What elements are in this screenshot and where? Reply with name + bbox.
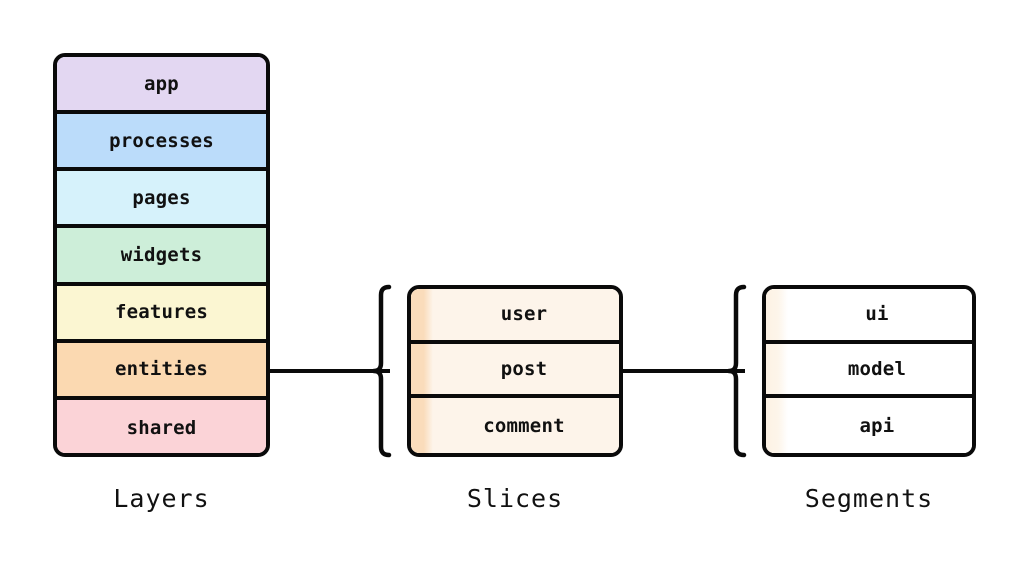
segment-row-api[interactable]: api [766, 398, 972, 453]
segment-label-api: api [859, 414, 895, 437]
layer-label-entities: entities [114, 358, 209, 381]
slice-label-comment: comment [483, 414, 565, 437]
layer-label-features: features [114, 301, 209, 324]
segments-bracket [726, 284, 747, 458]
layer-label-processes: processes [109, 129, 214, 152]
segments-stack: ui model api [762, 285, 976, 457]
slice-row-comment[interactable]: comment [411, 398, 619, 453]
layer-row-features[interactable]: features [57, 285, 266, 343]
slice-label-post: post [500, 357, 548, 380]
slice-accent-stripe [411, 343, 433, 395]
segment-row-model[interactable]: model [766, 343, 972, 399]
layers-stack: app processes pages widgets features ent… [53, 53, 270, 457]
slices-bracket [371, 284, 392, 458]
slice-accent-stripe [411, 289, 433, 340]
layer-row-entities[interactable]: entities [57, 342, 266, 400]
layer-label-pages: pages [132, 186, 191, 209]
layer-row-widgets[interactable]: widgets [57, 228, 266, 286]
layer-label-shared: shared [126, 417, 197, 440]
caption-slices: Slices [466, 484, 564, 513]
layer-row-pages[interactable]: pages [57, 171, 266, 229]
segment-label-model: model [847, 357, 907, 380]
slice-row-post[interactable]: post [411, 343, 619, 399]
layer-row-app[interactable]: app [57, 57, 266, 115]
slices-stack: user post comment [407, 285, 623, 457]
segment-label-ui: ui [865, 303, 889, 326]
caption-segments: Segments [804, 484, 934, 513]
segment-accent-stripe [766, 343, 788, 395]
slice-accent-stripe [411, 398, 433, 453]
caption-layers: Layers [113, 484, 210, 513]
layer-label-widgets: widgets [120, 243, 203, 266]
slice-label-user: user [500, 303, 548, 326]
segment-row-ui[interactable]: ui [766, 289, 972, 344]
layer-row-shared[interactable]: shared [57, 399, 266, 453]
slice-row-user[interactable]: user [411, 289, 619, 344]
layer-label-app: app [144, 72, 179, 95]
layer-row-processes[interactable]: processes [57, 114, 266, 172]
segment-accent-stripe [766, 398, 788, 453]
segment-accent-stripe [766, 289, 788, 340]
